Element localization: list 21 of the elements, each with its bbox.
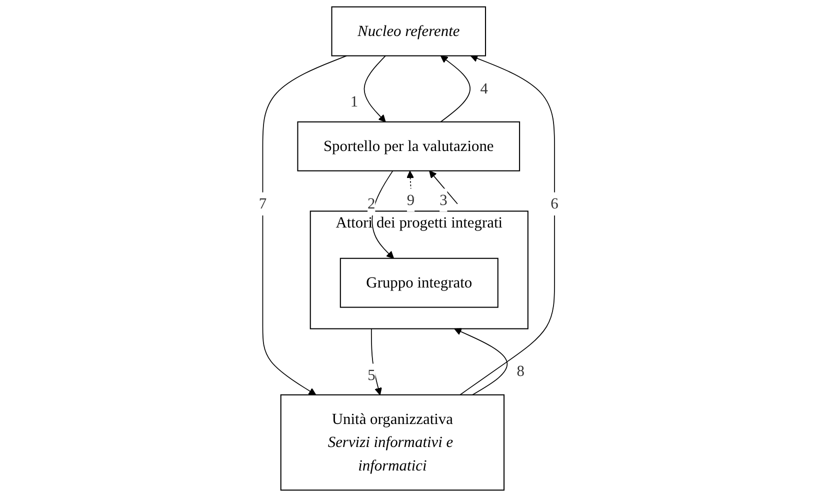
arrow xyxy=(429,170,458,204)
node-box: Gruppo integrato xyxy=(340,258,499,308)
edge-label: 4 xyxy=(480,80,488,97)
edge-label: 8 xyxy=(517,362,525,380)
node-box: Sportello per la valutazione xyxy=(298,121,520,172)
node-box: Nucleo referente xyxy=(332,6,486,56)
arrow xyxy=(364,55,386,122)
edge-label: 1 xyxy=(350,92,358,110)
arrow xyxy=(454,328,508,396)
edge-label: 2 xyxy=(368,194,376,212)
edge-label: 7 xyxy=(259,194,267,212)
arrow xyxy=(371,328,382,396)
edge-label: 3 xyxy=(440,191,448,208)
edge-label: 5 xyxy=(368,366,376,384)
node-box: Unità organizzativa Servizi informativi e informatici xyxy=(280,394,505,491)
edge-label: 9 xyxy=(407,191,415,208)
arrow xyxy=(372,170,394,259)
arrow xyxy=(262,55,348,396)
arrow xyxy=(440,55,471,122)
arrow xyxy=(460,54,556,396)
edge-label: 6 xyxy=(551,194,559,212)
